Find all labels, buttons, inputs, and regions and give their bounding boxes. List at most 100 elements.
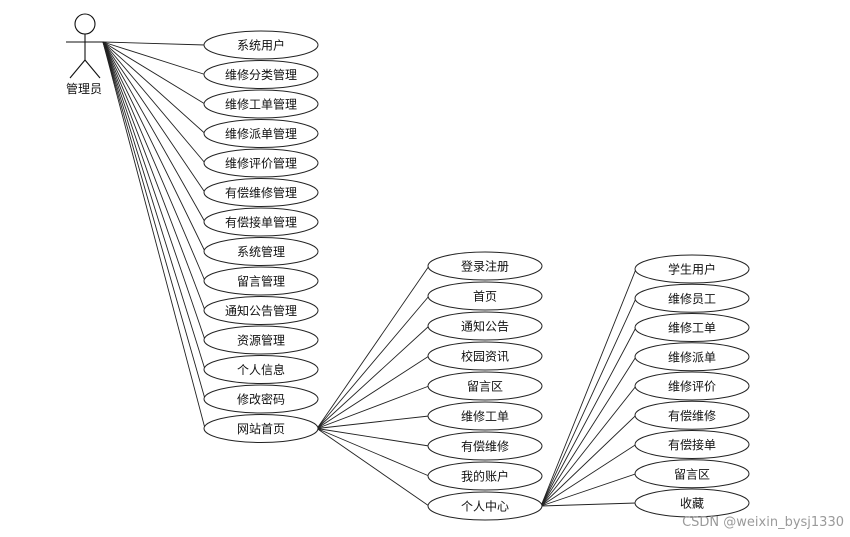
watermark: CSDN @weixin_bysj1330 bbox=[682, 515, 844, 530]
admin-actor: 管理员 bbox=[66, 13, 104, 96]
center-link-7 bbox=[540, 473, 637, 507]
actor-link-2 bbox=[102, 41, 206, 105]
admin-usecase-ellipse bbox=[203, 60, 319, 89]
actor-link-13 bbox=[102, 41, 206, 429]
home-link-1 bbox=[316, 295, 430, 429]
admin-usecase-11: 个人信息 bbox=[203, 355, 319, 384]
admin-usecase-label: 资源管理 bbox=[237, 333, 285, 348]
actor-left-leg bbox=[69, 59, 86, 79]
admin-usecase-3: 维修派单管理 bbox=[203, 119, 319, 148]
center-link-8 bbox=[540, 502, 637, 507]
actor-link-8 bbox=[102, 41, 206, 282]
admin-usecase-ellipse bbox=[203, 355, 319, 384]
admin-usecase-7: 系统管理 bbox=[203, 237, 319, 266]
admin-usecase-ellipse bbox=[203, 207, 319, 237]
center-usecase-label: 维修评价 bbox=[668, 379, 716, 394]
center-usecase-ellipse bbox=[634, 459, 750, 489]
admin-usecase-ellipse bbox=[203, 119, 319, 148]
center-usecase-0: 学生用户 bbox=[634, 254, 750, 284]
actor-link-4 bbox=[102, 41, 206, 164]
admin-usecase-1: 维修分类管理 bbox=[203, 60, 319, 89]
center-usecase-ellipse bbox=[634, 313, 750, 342]
center-usecase-ellipse bbox=[634, 430, 750, 459]
actor-link-12 bbox=[102, 41, 206, 400]
admin-usecase-0: 系统用户 bbox=[203, 30, 319, 60]
admin-usecase-ellipse bbox=[203, 384, 319, 414]
center-usecase-label: 有偿接单 bbox=[668, 437, 716, 452]
site-usecase-ellipse bbox=[427, 431, 543, 461]
admin-usecase-label: 修改密码 bbox=[237, 392, 285, 407]
center-link-5 bbox=[540, 414, 637, 507]
site-usecase-label: 我的账户 bbox=[461, 469, 509, 484]
admin-usecase-label: 维修评价管理 bbox=[225, 156, 297, 171]
center-usecase-ellipse bbox=[634, 400, 750, 430]
site-usecase-label: 维修工单 bbox=[461, 409, 509, 424]
site-usecase-ellipse bbox=[427, 461, 543, 491]
center-usecase-label: 学生用户 bbox=[668, 262, 716, 277]
center-link-2 bbox=[540, 327, 637, 507]
home-link-2 bbox=[316, 325, 430, 429]
center-usecase-8: 收藏 bbox=[634, 488, 750, 518]
actor-link-6 bbox=[102, 41, 206, 223]
site-usecase-label: 有偿维修 bbox=[461, 439, 509, 454]
admin-usecase-label: 有偿接单管理 bbox=[225, 215, 297, 230]
actor-link-9 bbox=[102, 41, 206, 311]
center-usecase-4: 维修评价 bbox=[634, 371, 750, 401]
admin-usecase-10: 资源管理 bbox=[203, 325, 319, 355]
site-usecase-8: 个人中心 bbox=[427, 491, 543, 521]
site-usecase-ellipse bbox=[427, 341, 543, 371]
center-usecase-5: 有偿维修 bbox=[634, 400, 750, 430]
center-usecase-label: 维修员工 bbox=[668, 291, 716, 306]
site-usecase-label: 通知公告 bbox=[461, 320, 509, 334]
center-usecase-7: 留言区 bbox=[634, 459, 750, 489]
actor-link-10 bbox=[102, 41, 206, 341]
admin-usecase-8: 留言管理 bbox=[203, 266, 319, 296]
connector-lines bbox=[102, 41, 637, 507]
actor-label: 管理员 bbox=[66, 81, 102, 96]
home-link-5 bbox=[316, 415, 430, 429]
center-link-4 bbox=[540, 385, 637, 507]
admin-usecase-ellipse bbox=[203, 266, 319, 296]
actor-link-7 bbox=[102, 41, 206, 252]
admin-usecase-label: 维修工单管理 bbox=[225, 97, 297, 112]
site-usecase-ellipse bbox=[427, 311, 543, 341]
home-link-8 bbox=[316, 428, 430, 507]
center-usecase-label: 留言区 bbox=[674, 467, 710, 481]
actor-link-5 bbox=[102, 41, 206, 193]
center-usecase-ellipse bbox=[634, 371, 750, 401]
site-usecase-label: 校园资讯 bbox=[461, 349, 509, 364]
center-link-3 bbox=[540, 356, 637, 507]
admin-usecase-label: 个人信息 bbox=[237, 362, 285, 377]
center-usecase-6: 有偿接单 bbox=[634, 430, 750, 459]
admin-usecase-ellipse bbox=[203, 30, 319, 60]
center-link-6 bbox=[540, 444, 637, 507]
admin-usecase-ellipse bbox=[203, 89, 319, 119]
admin-usecase-ellipse bbox=[203, 325, 319, 355]
site-usecase-ellipse bbox=[427, 281, 543, 311]
admin-usecase-label: 通知公告管理 bbox=[225, 303, 297, 318]
admin-usecase-ellipse bbox=[203, 178, 319, 207]
center-link-0 bbox=[540, 268, 637, 507]
actor-link-0 bbox=[102, 41, 206, 46]
center-usecase-ellipse bbox=[634, 254, 750, 284]
center-usecase-label: 维修工单 bbox=[668, 320, 716, 335]
site-usecase-ellipse bbox=[427, 251, 543, 281]
home-link-6 bbox=[316, 428, 430, 447]
site-usecase-0: 登录注册 bbox=[427, 251, 543, 281]
home-link-7 bbox=[316, 428, 430, 477]
center-usecase-ellipse bbox=[634, 283, 750, 313]
admin-usecase-label: 网站首页 bbox=[237, 422, 285, 436]
admin-usecase-4: 维修评价管理 bbox=[203, 148, 319, 178]
actor-link-11 bbox=[102, 41, 206, 370]
admin-usecase-6: 有偿接单管理 bbox=[203, 207, 319, 237]
center-usecase-ellipse bbox=[634, 342, 750, 372]
home-link-0 bbox=[316, 265, 430, 429]
actor-link-1 bbox=[102, 41, 206, 75]
site-usecase-1: 首页 bbox=[427, 281, 543, 311]
center-usecase-1: 维修员工 bbox=[634, 283, 750, 313]
site-usecase-5: 维修工单 bbox=[427, 401, 543, 431]
site-usecase-3: 校园资讯 bbox=[427, 341, 543, 371]
admin-usecase-column: 系统用户维修分类管理维修工单管理维修派单管理维修评价管理有偿维修管理有偿接单管理… bbox=[203, 30, 319, 443]
